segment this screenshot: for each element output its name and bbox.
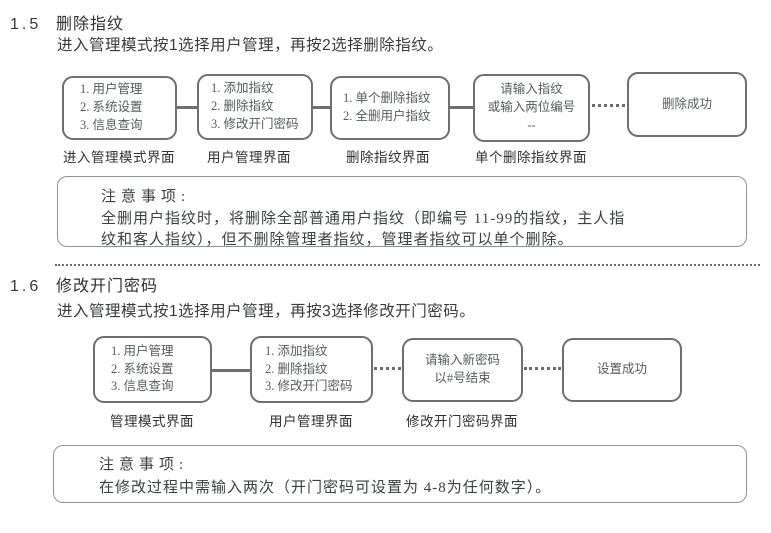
note-line: 在修改过程中需输入两次（开门密码可设置为 4-8为任何数字）。	[99, 480, 552, 496]
flow-label-user-admin: 用户管理界面	[207, 150, 291, 165]
flow-box-line: 3. 信息查询	[80, 117, 143, 132]
note-box-1: 注意事项: 全删用户指纹时，将删除全部普通用户指纹（即编号 11-99的指纹，主…	[57, 176, 747, 248]
section-1-5-intro: 进入管理模式按1选择用户管理，再按2选择删除指纹。	[57, 37, 444, 54]
flow-box-line: --	[527, 117, 536, 132]
flow-label-admin-mode: 管理模式界面	[110, 414, 194, 429]
flow-box-line: 1. 添加指纹	[211, 81, 274, 96]
flow-box-line: 2. 全删用户指纹	[343, 109, 431, 123]
connector-solid	[450, 106, 473, 109]
flow-label-user-admin: 用户管理界面	[269, 414, 353, 429]
flow-label-delete-fingerprint: 删除指纹界面	[346, 150, 430, 165]
flow-box-line: 或输入两位编号	[487, 100, 576, 115]
flow-label-enter-admin-mode: 进入管理模式界面	[63, 150, 175, 165]
flow-box-line: 2. 删除指纹	[211, 99, 274, 114]
connector-solid	[212, 369, 250, 372]
flow-box-line: 1. 单个删除指纹	[343, 91, 431, 106]
section-number: 1.6	[10, 278, 42, 295]
flow-box-line: 3. 信息查询	[111, 379, 174, 394]
flow-box-line: 2. 系统设置	[80, 100, 143, 115]
flow-box-line: 3. 修改开门密码	[265, 379, 353, 394]
note-line: 纹和客人指纹），但不删除管理者指纹，管理者指纹可以单个删除。	[101, 232, 574, 248]
section-1-6-heading: 1.6 修改开门密码	[10, 272, 158, 296]
connector-dotted	[524, 367, 561, 370]
flow-box-enter-admin-mode: 1. 用户管理 2. 系统设置 3. 信息查询	[62, 76, 177, 140]
flow-box-line: 1. 添加指纹	[265, 343, 328, 358]
section-title: 删除指纹	[56, 16, 125, 33]
flow-box-admin-mode: 1. 用户管理 2. 系统设置 3. 信息查询	[93, 336, 212, 403]
flow-box-delete-fingerprint: 1. 单个删除指纹 2. 全删用户指纹	[330, 76, 450, 140]
flow-box-input-new-password: 请输入新密码 以#号结束	[402, 338, 523, 402]
flow-box-line: 3. 修改开门密码	[211, 116, 299, 131]
flow-box-user-admin: 1. 添加指纹 2. 删除指纹 3. 修改开门密码	[250, 336, 373, 403]
section-divider	[55, 264, 760, 266]
flow-box-user-admin: 1. 添加指纹 2. 删除指纹 3. 修改开门密码	[197, 74, 313, 140]
flow-label-single-delete: 单个删除指纹界面	[475, 150, 587, 165]
section-number: 1.5	[10, 16, 42, 33]
connector-solid	[313, 106, 330, 109]
flow-box-line: 删除成功	[661, 96, 712, 111]
flow-box-line: 以#号结束	[434, 371, 491, 385]
note-heading: 注意事项:	[101, 189, 191, 205]
flow-box-line: 2. 系统设置	[111, 361, 174, 376]
flow-box-line: 1. 用户管理	[80, 82, 143, 97]
note-box-2: 注意事项: 在修改过程中需输入两次（开门密码可设置为 4-8为任何数字）。	[53, 445, 747, 503]
flow-box-line: 1. 用户管理	[111, 343, 174, 358]
note-line: 全删用户指纹时，将删除全部普通用户指纹（即编号 11-99的指纹，主人指	[101, 211, 626, 227]
flow-box-line: 2. 删除指纹	[265, 361, 328, 376]
flow-box-line: 请输入新密码	[424, 353, 500, 368]
section-title: 修改开门密码	[56, 278, 159, 295]
section-1-6-intro: 进入管理模式按1选择用户管理，再按3选择修改开门密码。	[57, 303, 476, 320]
flow-label-change-password: 修改开门密码界面	[406, 414, 518, 429]
connector-dotted	[374, 367, 401, 370]
flow-box-line: 设置成功	[596, 362, 647, 377]
flow-box-line: 请输入指纹	[500, 82, 563, 97]
connector-solid	[177, 106, 197, 109]
connector-dotted	[592, 104, 625, 107]
flow-box-delete-success: 删除成功	[627, 72, 747, 137]
flow-box-setting-success: 设置成功	[562, 338, 682, 402]
note-heading: 注意事项:	[99, 457, 189, 473]
section-1-5-heading: 1.5 删除指纹	[10, 10, 124, 34]
flow-box-input-fingerprint: 请输入指纹 或输入两位编号 --	[473, 74, 590, 142]
